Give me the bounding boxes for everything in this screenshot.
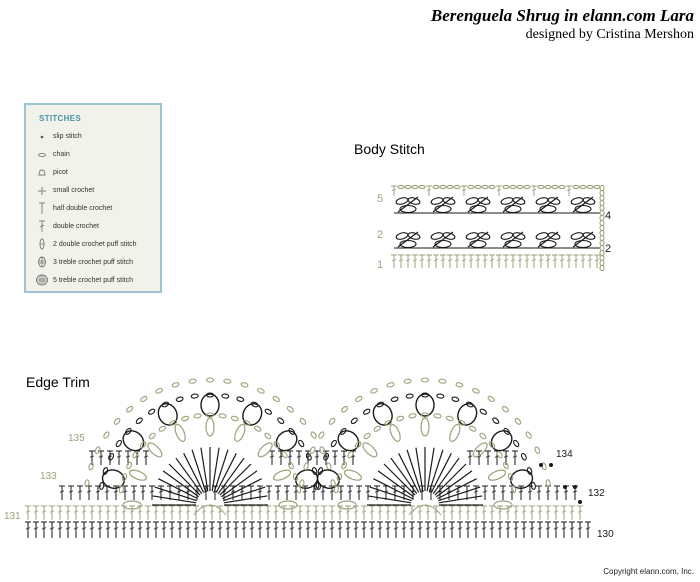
half-double-crochet-icon	[34, 201, 49, 215]
legend-item-double-crochet: double crochet	[34, 219, 99, 233]
legend-item-picot: picot	[34, 165, 68, 179]
designer-credit: designed by Cristina Mershon	[525, 27, 694, 42]
puff-5tr-icon	[34, 273, 49, 287]
edge-trim-row-number: 132	[588, 488, 605, 499]
small-crochet-icon	[34, 183, 49, 197]
edge-trim-row-number: 133	[40, 471, 57, 482]
puff-3tr-icon	[34, 255, 49, 269]
edge-trim-row-number: 135	[68, 433, 85, 444]
edge-trim-row-number: 131	[4, 511, 21, 522]
body-stitch-row-number: 1	[377, 259, 383, 271]
legend-item-puff-5tr: 5 treble crochet puff stitch	[34, 273, 133, 287]
chain-icon	[34, 147, 49, 161]
body-stitch-chart: 5 4 2 2 1	[377, 184, 611, 272]
legend-item-puff-2dc: 2 double crochet puff stitch	[34, 237, 137, 251]
picot-icon	[34, 165, 49, 179]
body-stitch-label: Body Stitch	[354, 141, 425, 157]
edge-trim-label: Edge Trim	[26, 374, 90, 390]
body-stitch-row-number: 2	[605, 243, 611, 255]
slip-stitch-icon	[34, 129, 49, 143]
legend-item-slip-stitch: slip stitch	[34, 129, 82, 143]
legend-item-chain: chain	[34, 147, 70, 161]
copyright-notice: Copyright elann.com, Inc.	[603, 567, 694, 576]
pattern-title: Berenguela Shrug in elann.com Lara	[430, 6, 694, 25]
double-crochet-icon	[34, 219, 49, 233]
body-stitch-row-number: 2	[377, 229, 383, 241]
edge-trim-row-number: 134	[556, 449, 573, 460]
stitch-legend: STITCHES slip stitch chain picot small c…	[24, 103, 162, 293]
body-stitch-row-number: 5	[377, 193, 383, 205]
body-stitch-row-number: 4	[605, 210, 611, 222]
edge-trim-chart: 135 134 133 132 131 130	[4, 377, 614, 540]
legend-item-puff-3tr: 3 treble crochet puff stitch	[34, 255, 133, 269]
edge-trim-row-number: 130	[597, 529, 614, 540]
legend-item-half-double-crochet: half double crochet	[34, 201, 112, 215]
puff-2dc-icon	[34, 237, 49, 251]
legend-title: STITCHES	[39, 114, 81, 123]
legend-item-small-crochet: small crochet	[34, 183, 94, 197]
